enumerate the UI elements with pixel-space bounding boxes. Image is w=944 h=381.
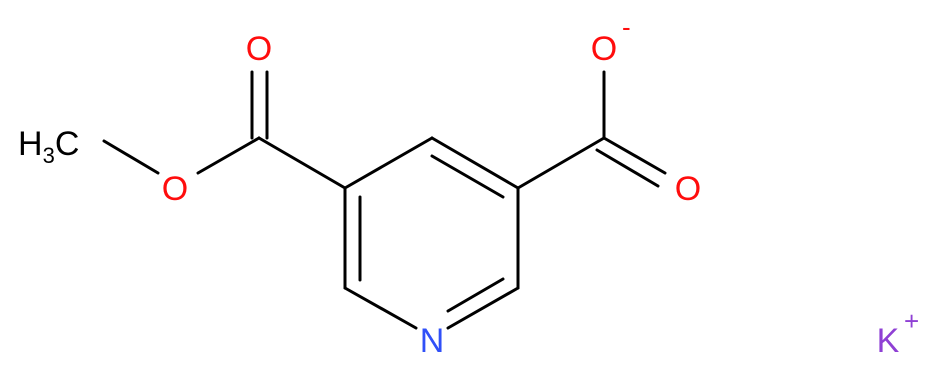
bond-ester-c-o-single: [196, 136, 261, 175]
atom-n-ring: N: [420, 322, 445, 360]
charge-plus: +: [904, 306, 919, 336]
ring-bond-n-c2: [343, 286, 418, 330]
ring-bond-c4-c5-inner: [430, 154, 505, 199]
atom-o-ester: O: [162, 170, 188, 208]
methyl-subscript-3: 3: [43, 143, 55, 168]
bond-carboxyl-c-o-double-b: [595, 148, 660, 188]
bond-o-methyl: [102, 139, 160, 175]
atom-methyl-group: H3C: [18, 125, 79, 168]
atom-o-carboxylate: O: [591, 30, 617, 68]
methyl-h: H: [18, 125, 43, 163]
atom-o-carbonyl-right: O: [675, 170, 701, 208]
bond-c5-carboxyl-c: [516, 136, 606, 190]
atom-k-counterion: K: [877, 322, 900, 360]
atom-labels: O O H3C O - O N K +: [18, 12, 919, 360]
ring-bond-c4-c5: [430, 136, 520, 190]
bonds: [102, 70, 667, 330]
methyl-c: C: [55, 125, 80, 163]
ring-bond-c3-c4: [343, 136, 434, 190]
ring-bond-c6-n-inner: [446, 277, 505, 313]
bond-c3-ester-c: [257, 136, 347, 190]
bond-carboxyl-c-o-double-a: [602, 136, 667, 175]
atom-o-carbonyl-left: O: [246, 30, 272, 68]
charge-minus: -: [622, 12, 631, 42]
ring-bond-c6-n: [446, 286, 520, 330]
